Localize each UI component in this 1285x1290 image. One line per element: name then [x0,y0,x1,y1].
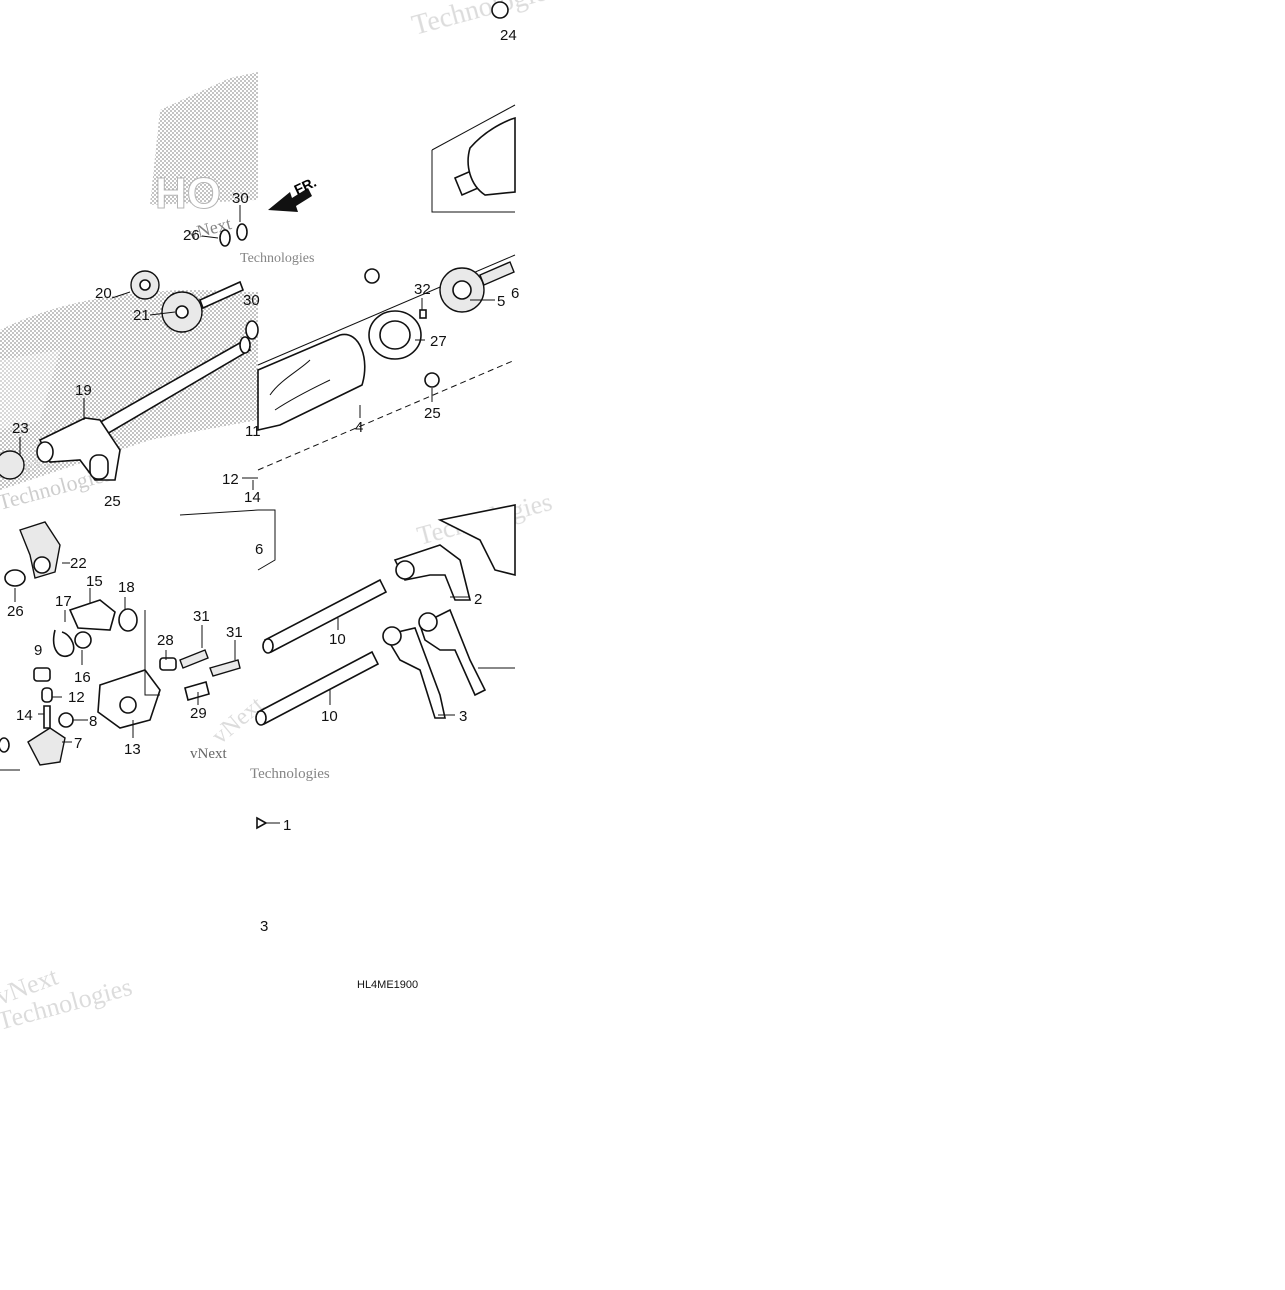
callout-8: 8 [89,713,97,730]
callout-20: 20 [95,285,112,302]
leader-lines [14,205,515,824]
callout-10a: 10 [329,631,346,648]
callout-7: 7 [74,735,82,752]
callout-25a: 25 [104,493,121,510]
fork-shafts [255,578,388,726]
callout-4: 4 [355,419,363,436]
callout-16: 16 [74,669,91,686]
svg-text:Technologies: Technologies [409,0,561,42]
callout-32: 32 [414,281,431,298]
svg-text:vNext: vNext [190,746,227,762]
svg-text:Technologies: Technologies [250,766,330,782]
callout-10b: 10 [321,708,338,725]
callout-21: 21 [133,307,150,324]
callout-12a: 12 [222,471,239,488]
callout-29: 29 [190,705,207,722]
callout-13: 13 [124,741,141,758]
callout-1: 1 [283,817,291,834]
callout-23: 23 [12,420,29,437]
callout-6: 6 [255,541,263,558]
callout-30b: 30 [243,292,260,309]
callout-24: 24 [500,27,517,44]
callout-14b: 14 [16,707,33,724]
callout-2: 2 [474,591,482,608]
callout-11-edge: 11 [245,423,261,440]
shift-drum-assembly [257,261,515,432]
callout-3a: 3 [459,708,467,725]
callout-26b: 26 [7,603,24,620]
diagram-code: HL4ME1900 [357,979,418,991]
brand-logo-background: HO [0,72,258,490]
callout-9: 9 [34,642,42,659]
shift-forks [382,504,516,719]
callout-12b: 12 [68,689,85,706]
callout-18: 18 [118,579,135,596]
callout-6-edge: 6 [511,285,519,302]
callout-31b: 31 [226,624,243,641]
callout-31a: 31 [193,608,210,625]
gearshift-spindle-assembly [0,223,259,481]
callout-26a: 26 [183,227,200,244]
callout-14a: 14 [244,489,261,506]
front-direction-arrow: FR. [268,174,319,212]
callout-5: 5 [497,293,505,310]
callout-28: 28 [157,632,174,649]
callout-19: 19 [75,382,92,399]
svg-text:Technologies: Technologies [240,251,314,266]
callout-15: 15 [86,573,103,590]
inset-shaft [453,1,516,197]
callout-25b: 25 [424,405,441,422]
part-1-icon [256,816,268,830]
callout-22: 22 [70,555,87,572]
svg-text:FR.: FR. [292,174,319,198]
callout-17: 17 [55,593,72,610]
callout-30a: 30 [232,190,249,207]
callout-3b: 3 [260,918,268,935]
callout-labels: 20 21 19 23 25 30 26 30 24 32 5 6 27 4 2… [7,27,519,935]
svg-text:HO: HO [155,169,221,218]
callout-27: 27 [430,333,447,350]
